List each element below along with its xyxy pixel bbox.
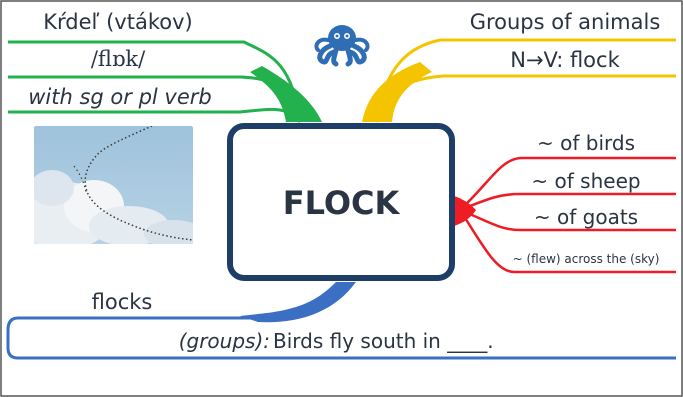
plural-example-text: Birds fly south in ____. bbox=[273, 329, 494, 353]
plural-trunk bbox=[240, 282, 356, 323]
groups-verb-form: N→V: flock bbox=[510, 48, 620, 72]
central-node: FLOCK bbox=[227, 123, 455, 281]
groups-line-2 bbox=[374, 74, 676, 123]
central-box bbox=[227, 123, 455, 281]
vocab-pronunciation: /flɒk/ bbox=[91, 47, 146, 71]
central-label: FLOCK bbox=[283, 184, 401, 222]
plural-underline bbox=[6, 316, 676, 360]
plural-example-prefix: (groups): bbox=[179, 329, 270, 353]
collocations-branch bbox=[454, 156, 676, 274]
vocab-grammar-note: with sg or pl verb bbox=[28, 85, 211, 109]
vocab-trunk bbox=[250, 66, 322, 122]
groups-trunk bbox=[362, 62, 432, 122]
collocation-sky: ~ (flew) across the (sky) bbox=[513, 252, 660, 266]
collocation-line-1 bbox=[459, 156, 676, 211]
plural-label: flocks bbox=[92, 290, 153, 314]
flock-photo bbox=[34, 126, 193, 244]
collocation-sheep: ~ of sheep bbox=[531, 169, 640, 193]
collocation-line-4 bbox=[458, 209, 676, 274]
plural-branch bbox=[6, 282, 676, 360]
vocab-line-3 bbox=[8, 107, 302, 123]
octopus-icon bbox=[314, 25, 370, 67]
vocab-branch bbox=[8, 40, 322, 123]
collocation-birds: ~ of birds bbox=[537, 131, 635, 155]
collocation-goats: ~ of goats bbox=[534, 205, 638, 229]
groups-branch bbox=[362, 38, 676, 123]
collocations-trunk bbox=[454, 196, 476, 226]
groups-title: Groups of animals bbox=[470, 10, 661, 34]
vocab-translation: Kŕdeľ (vtákov) bbox=[43, 10, 192, 34]
